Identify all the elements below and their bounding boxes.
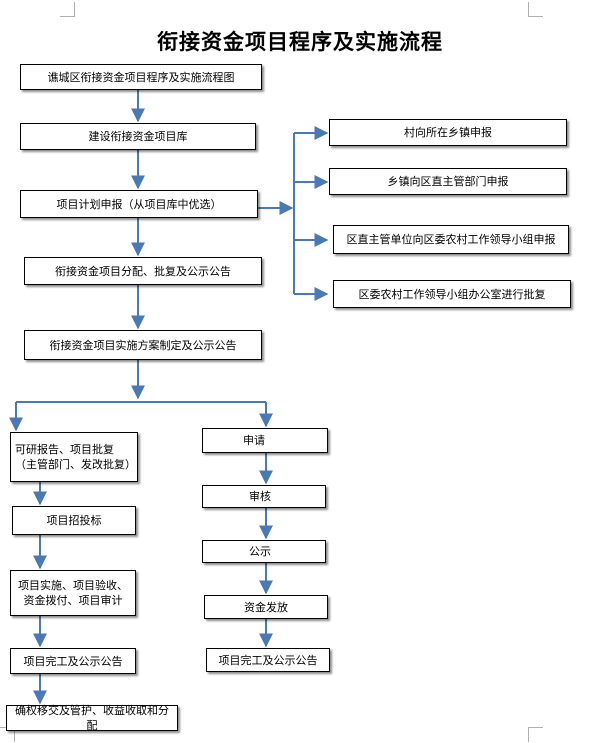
box-build-project-library: 建设衔接资金项目库 <box>20 123 256 150</box>
box-implementation-plan: 衔接资金项目实施方案制定及公示公告 <box>24 330 262 360</box>
box-feasibility-report: 可研报告、项目批复 （主管部门、发改批复） <box>10 432 138 482</box>
box-ownership-transfer: 确权移交及管护、收益收取和分配 <box>6 704 178 732</box>
box-township-application: 乡镇向区直主管部门申报 <box>329 168 567 195</box>
box-publicize: 公示 <box>202 540 326 563</box>
box-village-application: 村向所在乡镇申报 <box>329 119 567 146</box>
box-apply: 申请 <box>202 428 328 453</box>
box-office-approval: 区委农村工作领导小组办公室进行批复 <box>333 280 571 308</box>
box-implementation-acceptance: 项目实施、项目验收、 资金拨付、项目审计 <box>10 570 136 616</box>
box-flowchart-title: 谯城区衔接资金项目程序及实施流程图 <box>20 64 262 90</box>
corner-mark-top-left <box>60 2 75 17</box>
box-fund-disbursement: 资金发放 <box>204 595 328 619</box>
box-project-bidding: 项目招投标 <box>12 506 136 535</box>
page-title: 衔接资金项目程序及实施流程 <box>157 29 443 54</box>
box-department-application: 区直主管单位向区委农村工作领导小组申报 <box>333 225 569 254</box>
box-project-plan-application: 项目计划申报（从项目库中优选） <box>20 190 258 218</box>
box-review: 审核 <box>202 485 326 508</box>
box-completion-announcement-right: 项目完工及公示公告 <box>206 648 330 672</box>
box-completion-announcement-left: 项目完工及公示公告 <box>10 648 136 674</box>
corner-mark-top-right <box>528 2 543 17</box>
corner-mark-bottom-right <box>528 727 543 742</box>
box-fund-allocation: 衔接资金项目分配、批复及公示公告 <box>24 257 262 285</box>
